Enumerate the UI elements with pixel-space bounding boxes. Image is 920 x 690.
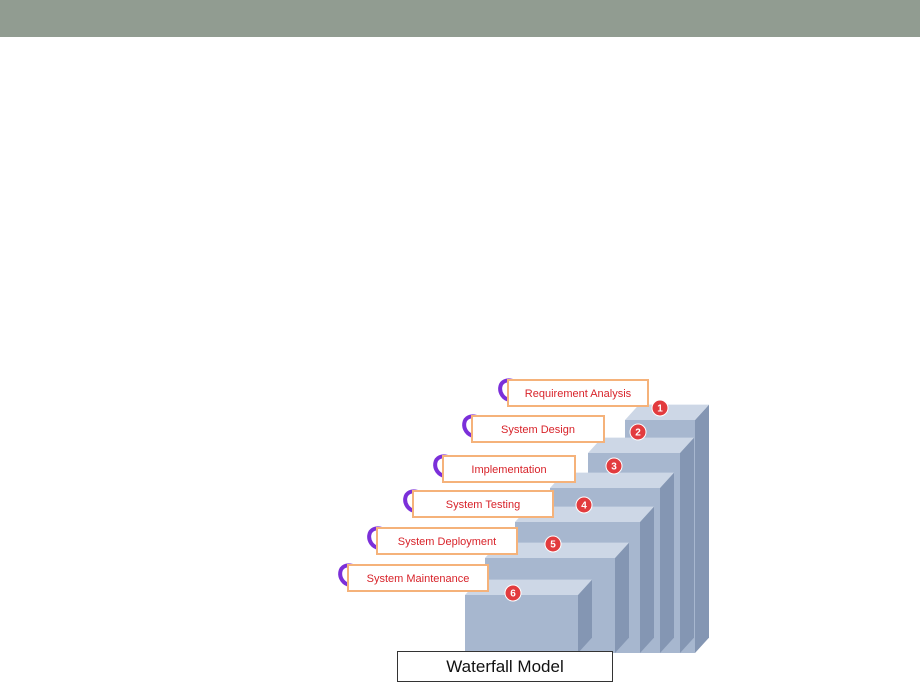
step-label: Requirement Analysis [525,388,632,400]
step-number: 6 [510,589,516,600]
step-label-box [471,415,605,443]
stair-side-face [578,579,592,653]
step-label: System Maintenance [367,573,470,585]
step-number-badge [504,584,522,602]
stair-top-face [588,437,694,453]
step-label-box [442,455,576,483]
diagram-caption: Waterfall Model [446,656,564,676]
step-number-badge [651,399,669,417]
step-number: 1 [657,404,663,415]
stair-top-face [465,579,592,595]
step-number-badge [605,457,623,475]
stair-front-face [465,595,578,653]
step-3: Implementation 3 [433,454,623,483]
stair-side-face [640,506,654,653]
step-label: System Deployment [398,536,496,548]
stair-side-face [695,404,709,653]
step-label: Implementation [471,464,546,476]
stair-side-face [660,472,674,653]
step-label-box [347,564,489,592]
slide-header-bar [0,0,920,37]
staircase-blocks [465,404,709,653]
step-6: System Maintenance 6 [338,563,522,602]
step-number: 4 [581,501,587,512]
step-number-badge [575,496,593,514]
step-label-box [507,379,649,407]
stair-side-face [615,542,629,653]
step-number: 2 [635,428,641,439]
step-number: 3 [611,462,617,473]
step-2: System Design 2 [462,414,647,443]
step-1: Requirement Analysis 1 [498,378,669,417]
diagram-caption-box: Waterfall Model [397,651,613,682]
step-number: 5 [550,540,556,551]
step-5: System Deployment 5 [367,526,562,555]
stair-step [465,579,592,653]
step-label: System Testing [446,499,520,511]
step-label-box [376,527,518,555]
stair-top-face [550,472,674,488]
step-number-badge [629,423,647,441]
step-label: System Design [501,424,575,436]
step-number-badge [544,535,562,553]
stair-side-face [680,437,694,653]
step-4: System Testing 4 [403,489,593,518]
step-label-box [412,490,554,518]
